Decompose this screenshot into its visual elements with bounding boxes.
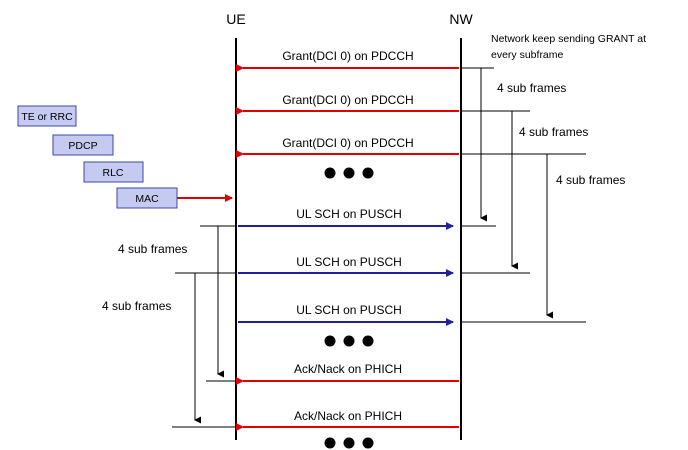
nw-timing-bracket-3 <box>461 153 586 323</box>
layer-te-rrc-label: TE or RRC <box>21 111 73 123</box>
layer-pdcp: PDCP <box>52 134 114 156</box>
ue-interval-label-1: 4 sub frames <box>118 242 187 256</box>
layer-mac-label: MAC <box>135 193 159 205</box>
nw-timing-bracket-2 <box>461 110 530 274</box>
layer-pdcp-label: PDCP <box>68 140 97 152</box>
nw-header: NW <box>449 11 473 27</box>
network-note-line2: every subframe <box>491 49 564 61</box>
ulsch-label-2: UL SCH on PUSCH <box>296 255 402 269</box>
nw-interval-label-2: 4 sub frames <box>519 125 588 139</box>
layer-rlc-label: RLC <box>102 167 123 179</box>
ulsch-label-1: UL SCH on PUSCH <box>296 207 402 221</box>
layer-te-rrc: TE or RRC <box>17 105 77 127</box>
layer-rlc: RLC <box>83 161 144 183</box>
ulsch-label-3: UL SCH on PUSCH <box>296 303 402 317</box>
nw-interval-label-3: 4 sub frames <box>556 173 625 187</box>
network-note-line1: Network keep sending GRANT at <box>491 33 646 45</box>
ue-timing-bracket-1 <box>200 225 236 382</box>
grant-label-3: Grant(DCI 0) on PDCCH <box>282 136 413 150</box>
ue-interval-label-2: 4 sub frames <box>102 299 171 313</box>
ue-header: UE <box>226 11 245 27</box>
ack-label-2: Ack/Nack on PHICH <box>294 409 402 423</box>
layer-mac: MAC <box>116 187 178 209</box>
continuation-dots-3 <box>324 437 374 449</box>
ack-label-1: Ack/Nack on PHICH <box>294 362 402 376</box>
continuation-dots-1 <box>324 167 374 179</box>
ue-timing-bracket-2 <box>172 272 236 428</box>
grant-label-2: Grant(DCI 0) on PDCCH <box>282 93 413 107</box>
nw-timing-bracket-1 <box>461 67 496 227</box>
continuation-dots-2 <box>324 335 374 347</box>
nw-interval-label-1: 4 sub frames <box>497 81 566 95</box>
grant-label-1: Grant(DCI 0) on PDCCH <box>282 49 413 63</box>
